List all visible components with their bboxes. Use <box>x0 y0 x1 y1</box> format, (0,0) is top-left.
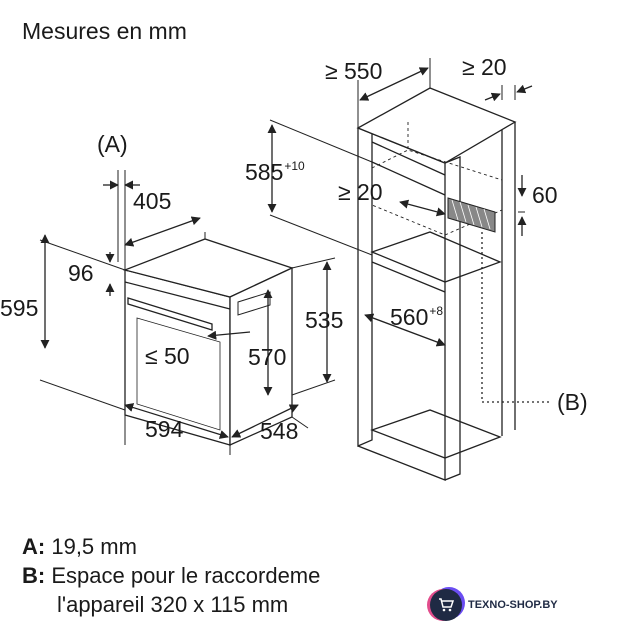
note-b: B: Espace pour le raccordeme <box>22 565 320 587</box>
cart-icon <box>430 589 462 621</box>
note-b-text: Espace pour le raccordeme <box>51 563 321 588</box>
watermark-text: TEXNO-SHOP.BY <box>468 599 558 611</box>
dim-570: 570 <box>248 344 287 370</box>
oven-dimensions <box>40 180 332 439</box>
dim-548: 548 <box>260 418 299 444</box>
note-b-key: B: <box>22 563 46 588</box>
dim-594: 594 <box>145 416 184 442</box>
cabinet-dimensions <box>267 67 533 347</box>
dim-50: ≤ 50 <box>145 343 190 369</box>
dim-405: 405 <box>133 188 172 214</box>
oven-drawing <box>39 170 336 455</box>
dim-550: ≥ 550 <box>325 58 383 84</box>
note-b-line2: l'appareil 320 x 115 mm <box>57 592 289 617</box>
note-a-key: A: <box>22 534 46 559</box>
note-a: A: 19,5 mm <box>22 536 137 558</box>
watermark-logo: TEXNO-SHOP.BY <box>430 588 558 622</box>
dim-595: 595 <box>0 295 39 321</box>
dim-560-value: 560 <box>390 304 429 330</box>
cabinet-drawing <box>269 58 552 481</box>
dim-535: 535 <box>305 307 344 333</box>
dim-585-value: 585 <box>245 159 284 185</box>
note-a-text: 19,5 mm <box>51 534 137 559</box>
dim-585-tolerance: +10 <box>284 159 305 173</box>
dim-560: 560+8 <box>390 305 443 329</box>
page-title: Mesures en mm <box>22 18 187 44</box>
label-a: (A) <box>97 131 128 157</box>
dim-20-top: ≥ 20 <box>462 54 507 80</box>
dim-20-mid: ≥ 20 <box>338 179 383 205</box>
dim-585: 585+10 <box>245 160 305 184</box>
label-b: (B) <box>557 389 588 415</box>
dim-96: 96 <box>68 260 94 286</box>
dim-560-tolerance: +8 <box>429 304 444 318</box>
dim-60: 60 <box>532 182 558 208</box>
